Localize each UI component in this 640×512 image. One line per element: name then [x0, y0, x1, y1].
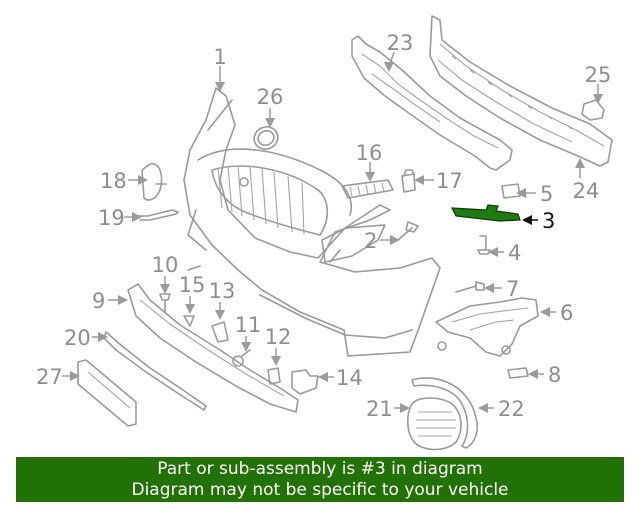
- clip-15-part: [183, 315, 195, 327]
- callout-20: 20: [64, 326, 91, 350]
- grille-insert-part: [341, 179, 394, 199]
- clip-8-part: [507, 367, 529, 379]
- callout-24: 24: [573, 179, 600, 203]
- info-banner: Part or sub-assembly is #3 in diagram Di…: [16, 457, 624, 502]
- callout-5: 5: [540, 182, 553, 206]
- fog-trim-part: [411, 377, 479, 449]
- callout-21: 21: [366, 397, 393, 421]
- bolt-2-part: [397, 221, 419, 241]
- callout-25: 25: [585, 63, 612, 87]
- bracket-25-part: [581, 99, 605, 121]
- callout-15: 15: [179, 273, 206, 297]
- callout-9: 9: [92, 289, 105, 313]
- callout-12: 12: [265, 325, 292, 349]
- banner-line-1: Part or sub-assembly is #3 in diagram: [157, 459, 483, 479]
- callout-18: 18: [100, 169, 127, 193]
- clip-17-part: [401, 169, 416, 193]
- side-bracket-part: [435, 297, 539, 357]
- clip-12-part: [267, 367, 281, 385]
- callout-13: 13: [209, 279, 236, 303]
- clip-5-part: [501, 183, 521, 199]
- callout-14: 14: [336, 366, 363, 390]
- screw-7-part: [455, 281, 485, 293]
- callout-23: 23: [387, 31, 414, 55]
- callout-1: 1: [213, 45, 226, 69]
- callout-3: 3: [542, 209, 555, 233]
- callout-labels: 1 26 23 25 16 17 18 19 5 24 3 2 4 7 6 8 …: [36, 31, 611, 421]
- leaders: [62, 51, 603, 413]
- bolt-4-part: [477, 235, 491, 255]
- callout-10: 10: [152, 253, 179, 277]
- callout-16: 16: [356, 141, 383, 165]
- sensor-bracket-part: [141, 163, 167, 201]
- lower-spoiler-part: [127, 283, 299, 413]
- callout-4: 4: [508, 241, 521, 265]
- callout-8: 8: [548, 363, 561, 387]
- callout-26: 26: [257, 85, 284, 109]
- callout-27: 27: [36, 365, 63, 389]
- highlighted-part-3: [450, 204, 521, 222]
- bumper-cover-part: [183, 87, 441, 357]
- wire-strip-part: [137, 209, 179, 221]
- callout-7: 7: [506, 277, 519, 301]
- callout-6: 6: [560, 301, 573, 325]
- emblem-part: [253, 126, 279, 150]
- reinforcement-bar-part: [429, 15, 613, 167]
- clip-13-part: [211, 321, 229, 343]
- bracket-14-part: [291, 369, 319, 395]
- plate-bracket-part: [77, 359, 137, 427]
- callout-17: 17: [436, 169, 463, 193]
- callout-11: 11: [235, 313, 262, 337]
- callout-19: 19: [98, 206, 125, 230]
- trim-strip-part: [103, 331, 207, 411]
- callout-2: 2: [364, 229, 377, 253]
- energy-absorber-part: [351, 35, 513, 171]
- fog-grille-part: [406, 397, 462, 451]
- banner-line-2: Diagram may not be specific to your vehi…: [131, 480, 509, 500]
- screw-10-part: [159, 293, 171, 313]
- callout-22: 22: [498, 397, 525, 421]
- screw-11-part: [232, 349, 251, 367]
